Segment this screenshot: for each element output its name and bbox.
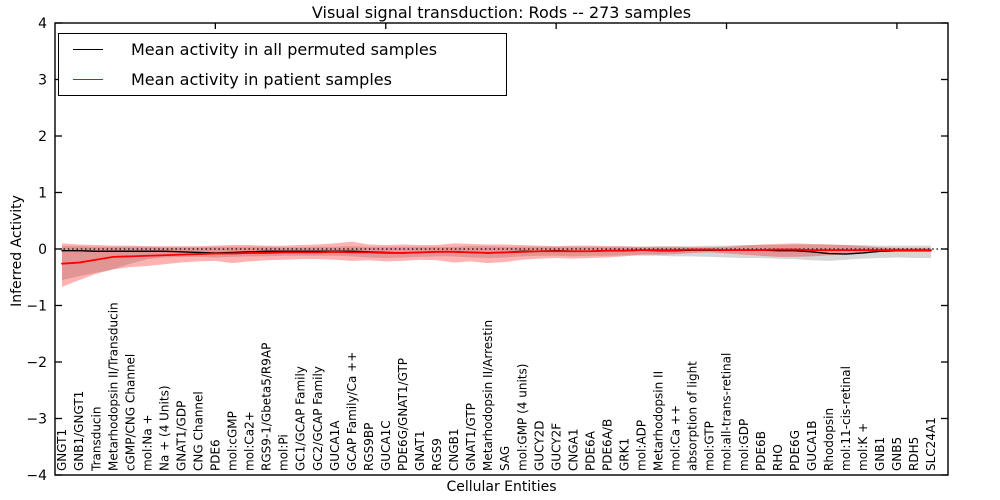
- x-entity-label: mol:Ca ++: [669, 405, 683, 471]
- legend-line-black-icon: [73, 49, 103, 51]
- x-entity-label: mol:K +: [856, 423, 870, 471]
- y-tick-label: −1: [26, 299, 47, 315]
- y-tick-label: −3: [26, 412, 47, 428]
- x-entity-label: Transducin: [89, 407, 103, 472]
- x-entity-label: mol:GTP: [703, 421, 717, 471]
- x-entity-label: PDE6B: [754, 431, 768, 471]
- chart-title: Visual signal transduction: Rods -- 273 …: [311, 3, 692, 22]
- x-entity-label: GNB1: [873, 437, 887, 471]
- x-entity-label: GNAT1: [413, 430, 427, 471]
- x-entity-label: GC2/GCAP Family: [311, 366, 325, 471]
- x-entity-label: PDE6A/B: [600, 419, 614, 471]
- y-tick-label: 0: [38, 242, 47, 258]
- x-axis-label: Cellular Entities: [446, 479, 557, 495]
- x-entity-label: SAG: [498, 446, 512, 471]
- patient-confidence-band: [62, 241, 931, 287]
- x-entity-label: cGMP/CNG Channel: [123, 354, 137, 471]
- x-entity-label: RGS9-1/Gbeta5/R9AP: [260, 343, 274, 471]
- patient-mean-line: [61, 248, 932, 265]
- x-entity-label: PDE6G/GNAT1/GTP: [396, 358, 410, 471]
- x-entity-label: Metarhodopsin II/Transducin: [106, 302, 120, 471]
- x-entity-label: RGS9BP: [362, 423, 376, 471]
- x-entity-label: mol:cGMP: [226, 411, 240, 471]
- y-tick-label: 1: [38, 186, 47, 202]
- x-entity-label: mol:GMP (4 units): [515, 364, 529, 471]
- x-entity-label: GNAT1/GTP: [464, 403, 478, 471]
- x-entity-label: GCAP Family/Ca ++: [345, 352, 359, 471]
- y-tick-label: −4: [26, 468, 47, 484]
- legend-line-red-icon: [73, 78, 103, 80]
- x-entity-label: mol:ADP: [635, 420, 649, 471]
- x-entity-label: CNGA1: [566, 429, 580, 472]
- x-entity-label: GUCA1A: [328, 420, 342, 471]
- x-entity-label: CNGB1: [447, 428, 461, 471]
- x-entity-label: GNB5: [890, 437, 904, 471]
- x-entity-label: GNGT1: [55, 429, 69, 471]
- x-entity-label: GUCA1C: [379, 420, 393, 471]
- x-entity-label: Rhodopsin: [822, 408, 836, 471]
- x-entity-label: GNB1/GNGT1: [72, 391, 86, 471]
- x-entity-label: GC1/GCAP Family: [294, 366, 308, 471]
- x-entity-label: GNAT1/GDP: [174, 401, 188, 471]
- x-entity-label: mol:all-trans-retinal: [720, 353, 734, 471]
- x-entity-label: RHO: [771, 444, 785, 471]
- y-tick-label: 3: [38, 73, 47, 89]
- legend-label: Mean activity in all permuted samples: [131, 40, 438, 60]
- legend-box: Mean activity in all permuted samples Me…: [58, 33, 507, 96]
- x-entity-label: PDE6: [209, 439, 223, 471]
- x-entity-label: mol:Pi: [277, 434, 291, 471]
- legend-item-patient: Mean activity in patient samples: [59, 65, 506, 93]
- y-tick-label: 2: [38, 129, 47, 145]
- x-entity-label: GUCY2F: [549, 423, 563, 471]
- x-entity-label: mol:Na +: [140, 414, 154, 471]
- x-entity-label: mol:11-cis-retinal: [839, 366, 853, 471]
- x-entity-label: Na + (4 Units): [157, 385, 171, 471]
- x-entity-label: GUCY2D: [532, 421, 546, 471]
- x-entity-label: mol:Ca2+: [243, 411, 257, 471]
- x-entity-label: RDH5: [907, 437, 921, 471]
- legend-label: Mean activity in patient samples: [131, 69, 392, 89]
- y-tick-label: 4: [38, 16, 47, 32]
- x-entity-label: SLC24A1: [924, 417, 938, 471]
- x-entity-label: absorption of light: [686, 361, 700, 471]
- x-entity-label: Metarhodopsin II/Arrestin: [481, 320, 495, 471]
- x-entity-label: Metarhodopsin II: [652, 371, 666, 471]
- x-entity-label: RGS9: [430, 438, 444, 471]
- x-entity-label: mol:GDP: [737, 419, 751, 471]
- y-tick-label: −2: [26, 355, 47, 371]
- x-entity-label: CNG Channel: [192, 391, 206, 471]
- x-entity-label: GRK1: [617, 438, 631, 471]
- y-axis-label: Inferred Activity: [9, 195, 25, 307]
- x-entity-label: PDE6A: [583, 430, 597, 471]
- x-entity-label: PDE6G: [788, 430, 802, 471]
- x-entity-label: GUCA1B: [805, 420, 819, 471]
- legend-item-permuted: Mean activity in all permuted samples: [59, 36, 506, 64]
